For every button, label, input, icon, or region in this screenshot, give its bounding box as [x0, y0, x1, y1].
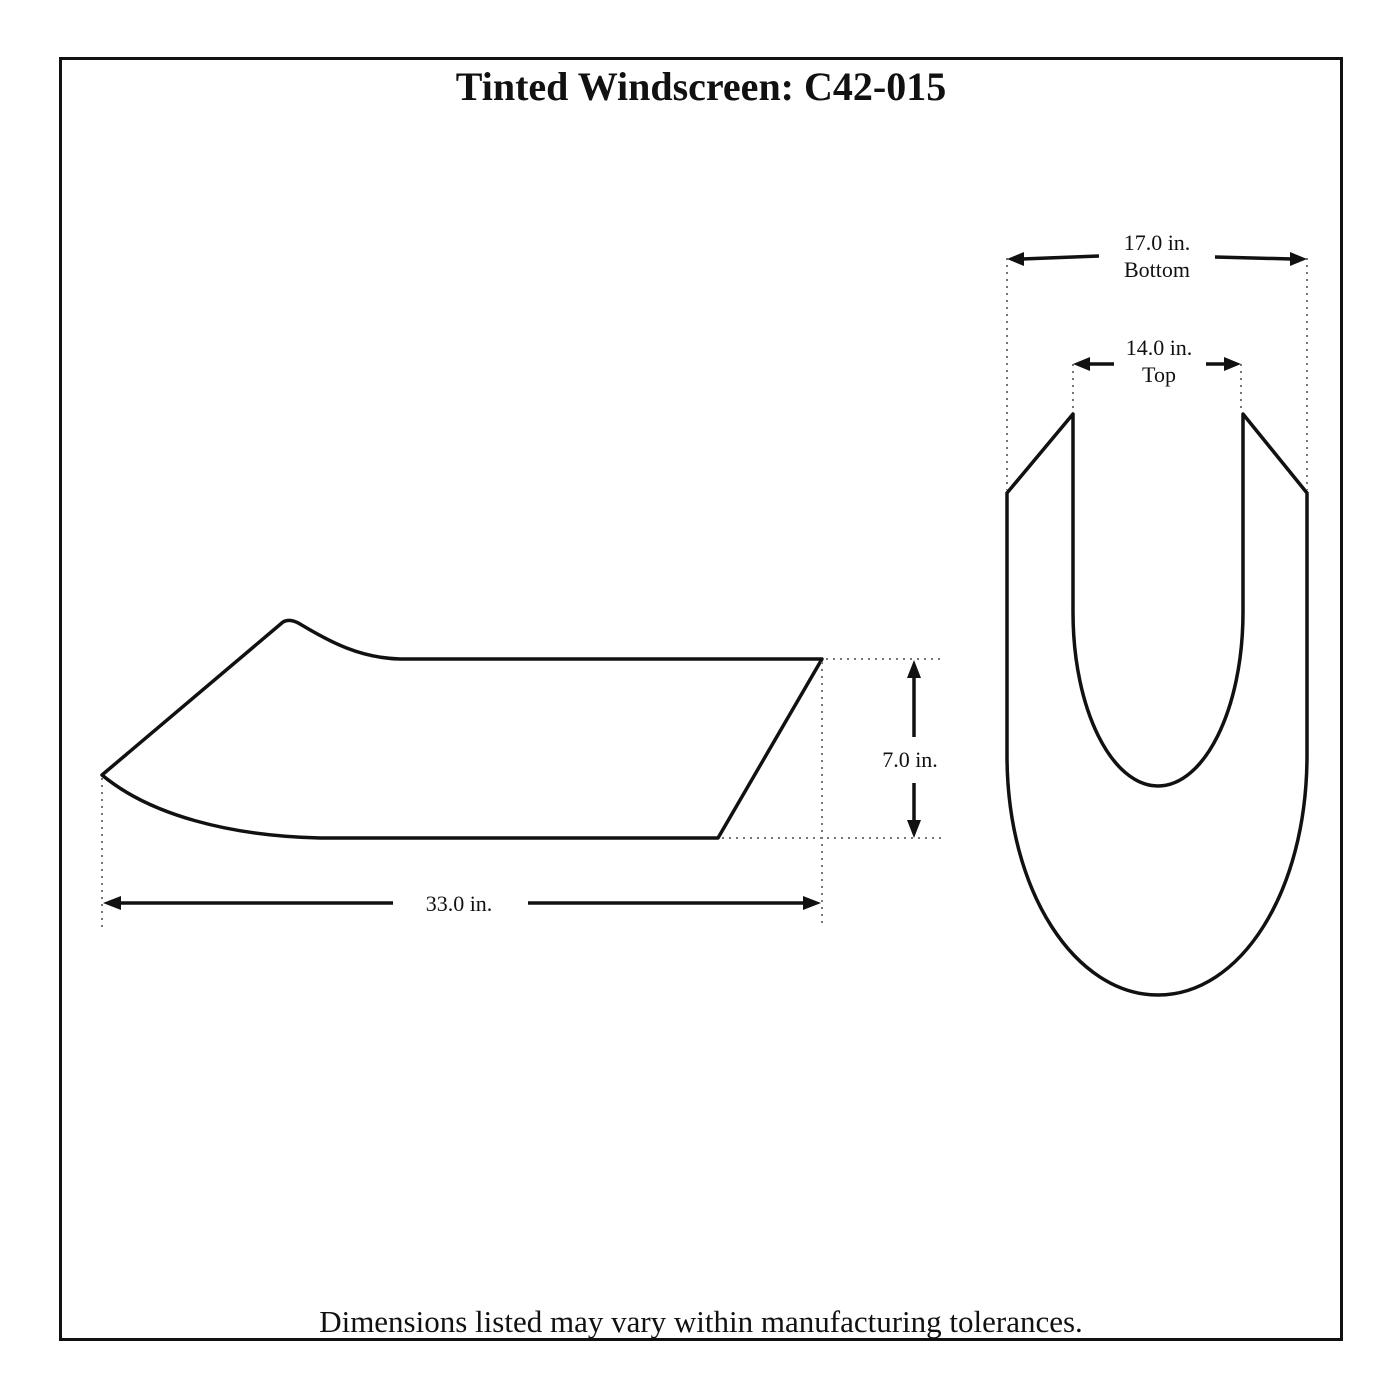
windscreen-top-profile	[1005, 412, 1309, 997]
arrow-down-icon	[907, 820, 921, 838]
side-view: 33.0 in. 7.0 in.	[100, 618, 942, 928]
drawing-title: Tinted Windscreen: C42-015	[456, 64, 946, 109]
top-view: 17.0 in. Bottom 14.0 in. Top	[1005, 230, 1309, 997]
arrow-right-icon	[1290, 252, 1307, 266]
top-width-label: 14.0 in.	[1126, 335, 1193, 360]
bottom-width-dimension: 17.0 in. Bottom	[1007, 230, 1307, 282]
height-label: 7.0 in.	[882, 747, 938, 772]
bottom-caption: Bottom	[1124, 257, 1190, 282]
height-dimension: 7.0 in.	[882, 660, 938, 838]
drawing-frame	[59, 57, 1343, 1341]
arrow-left-icon	[1007, 252, 1024, 266]
windscreen-side-profile	[100, 618, 824, 840]
arrow-left-icon	[103, 896, 121, 910]
arrow-up-icon	[907, 660, 921, 678]
bottom-width-label: 17.0 in.	[1124, 230, 1191, 255]
arrow-right-icon	[803, 896, 821, 910]
arrow-left-icon	[1073, 357, 1090, 371]
arrow-right-icon	[1224, 357, 1241, 371]
top-caption: Top	[1142, 362, 1176, 387]
tolerance-note: Dimensions listed may vary within manufa…	[319, 1304, 1083, 1339]
length-label: 33.0 in.	[426, 891, 493, 916]
length-dimension: 33.0 in.	[103, 891, 821, 916]
top-width-dimension: 14.0 in. Top	[1073, 335, 1241, 387]
